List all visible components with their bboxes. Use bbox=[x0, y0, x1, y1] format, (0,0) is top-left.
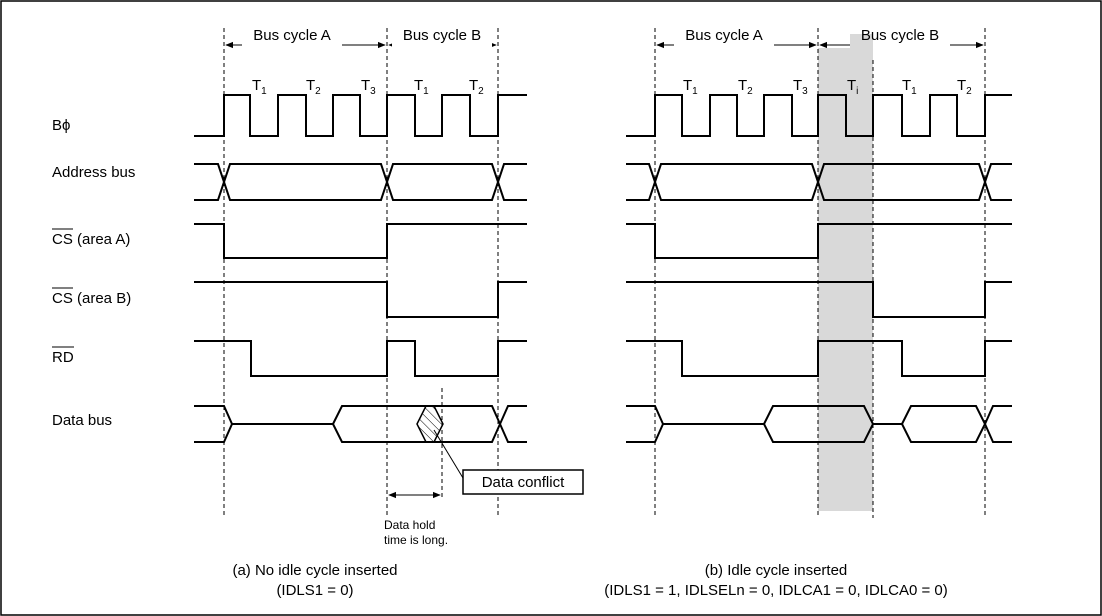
data-conflict-region bbox=[416, 405, 444, 443]
t-letter: T bbox=[361, 77, 370, 94]
rd-label: RD bbox=[52, 349, 74, 366]
t-subscript: 1 bbox=[261, 86, 267, 97]
cs-area-b-label: CS (area B) bbox=[52, 290, 131, 307]
t-subscript: 1 bbox=[911, 86, 917, 97]
t-letter: T bbox=[469, 77, 478, 94]
caption-a-line1: (a) No idle cycle inserted bbox=[232, 562, 397, 579]
data-bus-waveform bbox=[499, 405, 527, 443]
data-bus-label: Data bus bbox=[52, 412, 112, 429]
t-subscript: 3 bbox=[370, 86, 376, 97]
t-letter: T bbox=[957, 77, 966, 94]
t-state-label: T3 bbox=[361, 77, 376, 97]
t-state-label: T2 bbox=[306, 77, 321, 97]
label-bg bbox=[674, 34, 774, 54]
t-state-label: T2 bbox=[738, 77, 753, 97]
data-hold-line1: Data hold bbox=[384, 518, 435, 532]
bus-cycle-a-label: Bus cycle A bbox=[685, 27, 763, 44]
cs-area-a-waveform bbox=[626, 223, 1012, 259]
t-subscript: 2 bbox=[747, 86, 753, 97]
cs-area-a-suffix: (area A) bbox=[73, 231, 131, 248]
rd-waveform bbox=[194, 340, 527, 377]
t-state-label: T2 bbox=[957, 77, 972, 97]
t-state-label: T1 bbox=[252, 77, 267, 97]
t-subscript: 3 bbox=[802, 86, 808, 97]
panel-a: Bus cycle A Bus cycle B T1 T2 T3 T1 T2 D… bbox=[194, 27, 584, 599]
panel-b: Bus cycle A Bus cycle B T1 T2 T3 Ti T1 T… bbox=[604, 27, 1012, 599]
data-hold-line2: time is long. bbox=[384, 533, 448, 547]
cs-area-a-overbar-text: CS bbox=[52, 231, 73, 248]
t-letter: T bbox=[683, 77, 692, 94]
rd-waveform bbox=[626, 340, 1012, 377]
t-letter: T bbox=[902, 77, 911, 94]
clock-waveform bbox=[626, 94, 1012, 137]
t-state-label: T3 bbox=[793, 77, 808, 97]
address-bus-waveform bbox=[194, 163, 527, 201]
address-bus-label: Address bus bbox=[52, 164, 135, 181]
t-letter: T bbox=[793, 77, 802, 94]
label-bg bbox=[392, 34, 492, 54]
t-letter: T bbox=[847, 77, 856, 94]
clock-label: Bϕ bbox=[52, 117, 70, 134]
t-state-label: T1 bbox=[902, 77, 917, 97]
label-bg bbox=[873, 34, 950, 54]
signal-labels: Bϕ Address bus CS (area A) CS (area B) R… bbox=[52, 117, 135, 429]
caption-b-line2: (IDLS1 = 1, IDLSELn = 0, IDLCA1 = 0, IDL… bbox=[604, 582, 948, 599]
t-letter: T bbox=[306, 77, 315, 94]
cs-area-b-waveform bbox=[194, 281, 527, 318]
t-subscript: 2 bbox=[315, 86, 321, 97]
t-letter: T bbox=[414, 77, 423, 94]
t-subscript: 1 bbox=[423, 86, 429, 97]
cs-area-a-waveform bbox=[194, 223, 527, 259]
bus-cycle-b-label: Bus cycle B bbox=[861, 27, 939, 44]
data-conflict-label: Data conflict bbox=[482, 474, 565, 491]
cs-area-b-suffix: (area B) bbox=[73, 290, 131, 307]
t-subscript: 1 bbox=[692, 86, 698, 97]
conflict-box bbox=[462, 469, 584, 495]
t-letter: T bbox=[738, 77, 747, 94]
clock-waveform bbox=[194, 94, 527, 137]
t-state-label: Ti bbox=[847, 77, 858, 97]
t-state-label: T1 bbox=[683, 77, 698, 97]
t-subscript: i bbox=[856, 86, 858, 97]
t-state-label: T2 bbox=[469, 77, 484, 97]
caption-b-line1: (b) Idle cycle inserted bbox=[705, 562, 848, 579]
label-bg bbox=[242, 34, 342, 54]
bus-cycle-b-label: Bus cycle B bbox=[403, 27, 481, 44]
t-subscript: 2 bbox=[478, 86, 484, 97]
cs-area-b-waveform bbox=[626, 281, 1012, 318]
t-subscript: 2 bbox=[966, 86, 972, 97]
data-bus-waveform bbox=[984, 405, 1012, 443]
cs-area-b-overbar-text: CS bbox=[52, 290, 73, 307]
cs-area-a-label: CS (area A) bbox=[52, 231, 130, 248]
bus-cycle-a-label: Bus cycle A bbox=[253, 27, 331, 44]
t-state-label: T1 bbox=[414, 77, 429, 97]
address-bus-waveform bbox=[626, 163, 1012, 201]
caption-a-line2: (IDLS1 = 0) bbox=[276, 582, 353, 599]
t-letter: T bbox=[252, 77, 261, 94]
conflict-pointer bbox=[433, 429, 464, 479]
